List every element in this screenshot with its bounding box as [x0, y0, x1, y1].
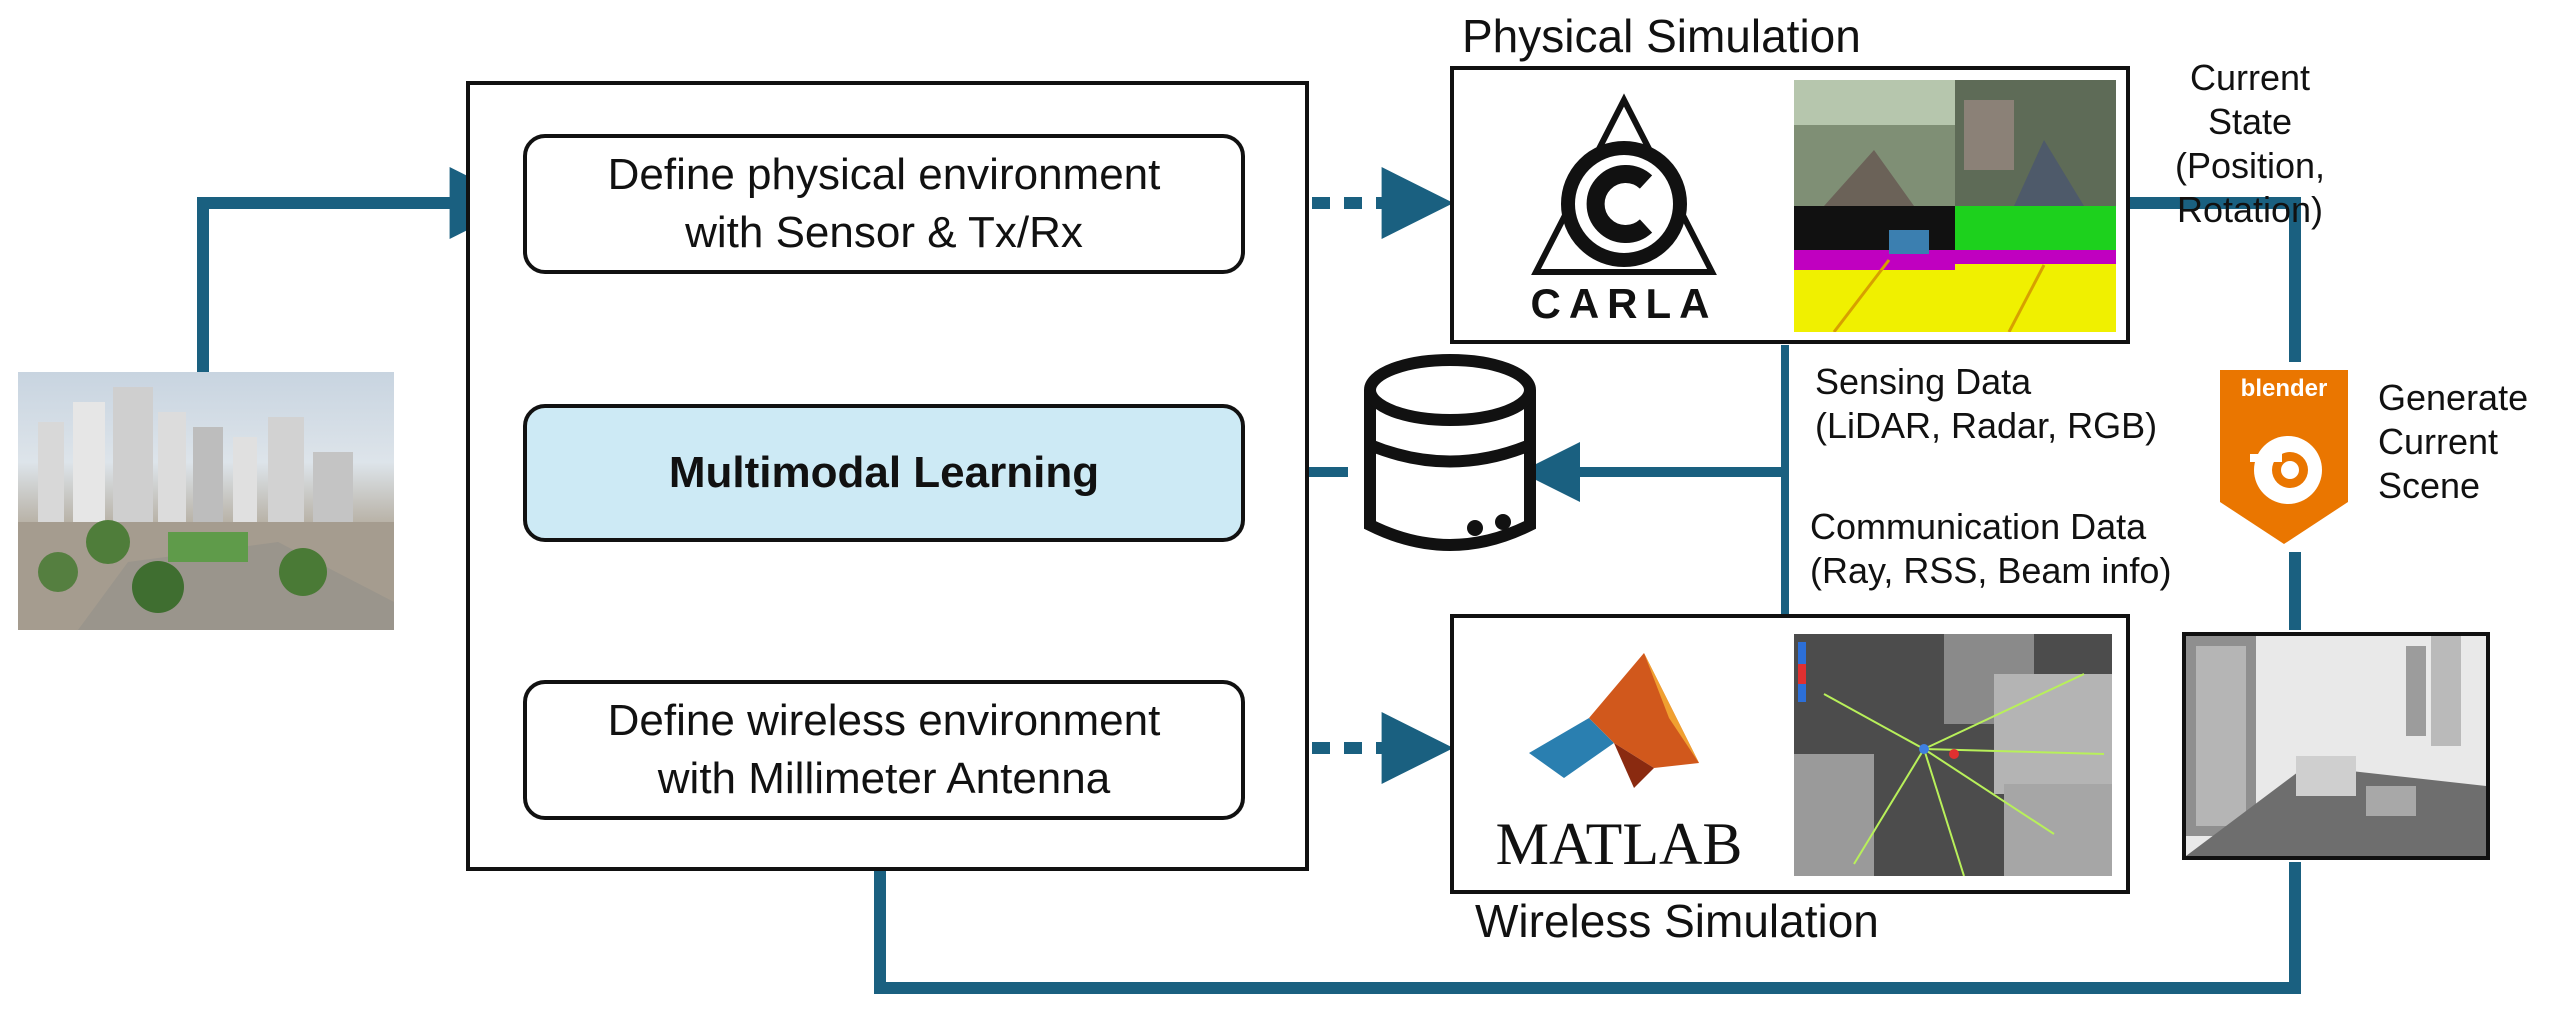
carla-logo-text: CARLA — [1530, 280, 1718, 327]
physical-simulation-title: Physical Simulation — [1462, 10, 1861, 62]
rendered-scene-image — [2182, 632, 2490, 860]
multimodal-learning-box: Multimodal Learning — [523, 404, 1245, 542]
carla-sensor-frames — [1794, 80, 2116, 332]
arrow-input-to-physical — [197, 167, 522, 372]
blender-logo: blender — [2210, 362, 2358, 552]
ray-tracing-render — [1794, 634, 2112, 876]
matlab-logo-text: MATLAB — [1495, 811, 1743, 877]
matlab-logo-icon — [1529, 653, 1699, 788]
wireless-simulation-panel: MATLAB — [1450, 614, 2130, 894]
arrow-loop-to-wireless — [844, 796, 2301, 994]
blender-logo-icon — [2220, 370, 2348, 544]
carla-logo: CARLA — [1524, 92, 1724, 332]
database-icon — [1355, 350, 1545, 565]
matlab-logo: MATLAB — [1494, 648, 1744, 877]
line-current-state — [2125, 197, 2301, 362]
sensing-data-label: Sensing Data (LiDAR, Radar, RGB) — [1815, 361, 2158, 446]
carla-logo-icon — [1531, 93, 1717, 275]
generate-scene-label: Generate Current Scene — [2378, 377, 2529, 506]
blender-logo-text: blender — [2240, 375, 2328, 402]
define-wireless-box: Define wireless environment with Millime… — [523, 680, 1245, 820]
current-state-label: Current State (Position, Rotation) — [2174, 57, 2326, 230]
physical-simulation-panel: CARLA — [1450, 66, 2130, 344]
wireless-simulation-title: Wireless Simulation — [1475, 895, 1879, 947]
communication-data-label: Communication Data (Ray, RSS, Beam info) — [1810, 506, 2172, 591]
define-physical-box: Define physical environment with Sensor … — [523, 134, 1245, 274]
city-scene-image — [18, 372, 394, 630]
